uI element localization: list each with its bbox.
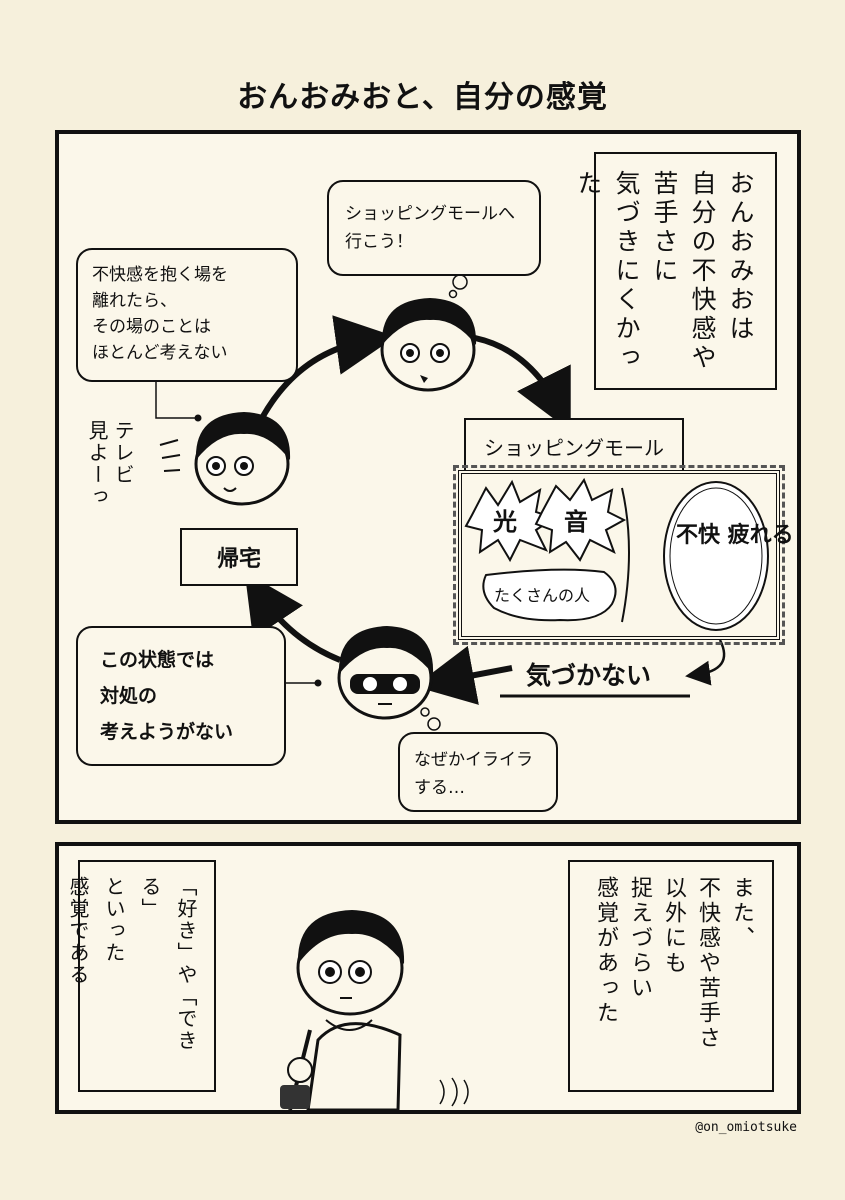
character-head-panel2 [296, 910, 405, 1016]
caption-bottom-left-text: この状態では 対処の 考えようがない [100, 649, 234, 743]
character-head-top [380, 298, 477, 392]
place-label: ショッピングモール [484, 435, 664, 460]
character-body [280, 1019, 469, 1112]
narration-box-right: また、 不快感や苦手さ 以外にも 捉えづらい 感覚があった [568, 860, 774, 1092]
narration-box-top: おんおみおは 自分の不快感や 苦手さに 気づきにくかった [574, 152, 777, 390]
thought-bottom-text: なぜかイライラ する… [414, 750, 533, 798]
not-aware-text: 気づかない [526, 661, 652, 690]
stimulus-sound: 音 [564, 508, 588, 536]
thought-bubble-top: ショッピングモールへ 行こう！ [327, 180, 541, 276]
narration-left-text: 「好き」や「できる」 といった 感覚である [66, 876, 198, 1052]
narration-top-text: おんおみおは 自分の不快感や 苦手さに 気づきにくかった [574, 170, 755, 373]
credit: @on_omiotsuke [695, 1120, 797, 1135]
stimulus-crowd: たくさんの人 [494, 586, 591, 605]
caption-left-text: 不快感を抱く場を 離れたら、 その場のことは ほとんど考えない [92, 265, 228, 363]
page-title: おんおみおと、自分の感覚 [237, 80, 608, 115]
narration-right-text: また、 不快感や苦手さ 以外にも 捉えづらい 感覚があった [593, 876, 754, 1051]
home-label: 帰宅 [216, 547, 261, 572]
caption-bottom-left: この状態では 対処の 考えようがない [76, 626, 286, 766]
caption-left: 不快感を抱く場を 離れたら、 その場のことは ほとんど考えない [76, 248, 298, 382]
character-head-left [194, 412, 291, 506]
mutter-text: テレビ 見よーっ [85, 420, 135, 508]
thought-bubble-bottom: なぜかイライラ する… [398, 732, 558, 812]
narration-box-left: 「好き」や「できる」 といった 感覚である [66, 860, 216, 1092]
stimulus-light: 光 [493, 508, 517, 536]
home-box: 帰宅 [180, 528, 298, 586]
place-label-box: ショッピングモール [464, 418, 684, 474]
character-head-bottom [337, 626, 434, 720]
thought-top-text: ショッピングモールへ 行こう！ [345, 204, 515, 252]
